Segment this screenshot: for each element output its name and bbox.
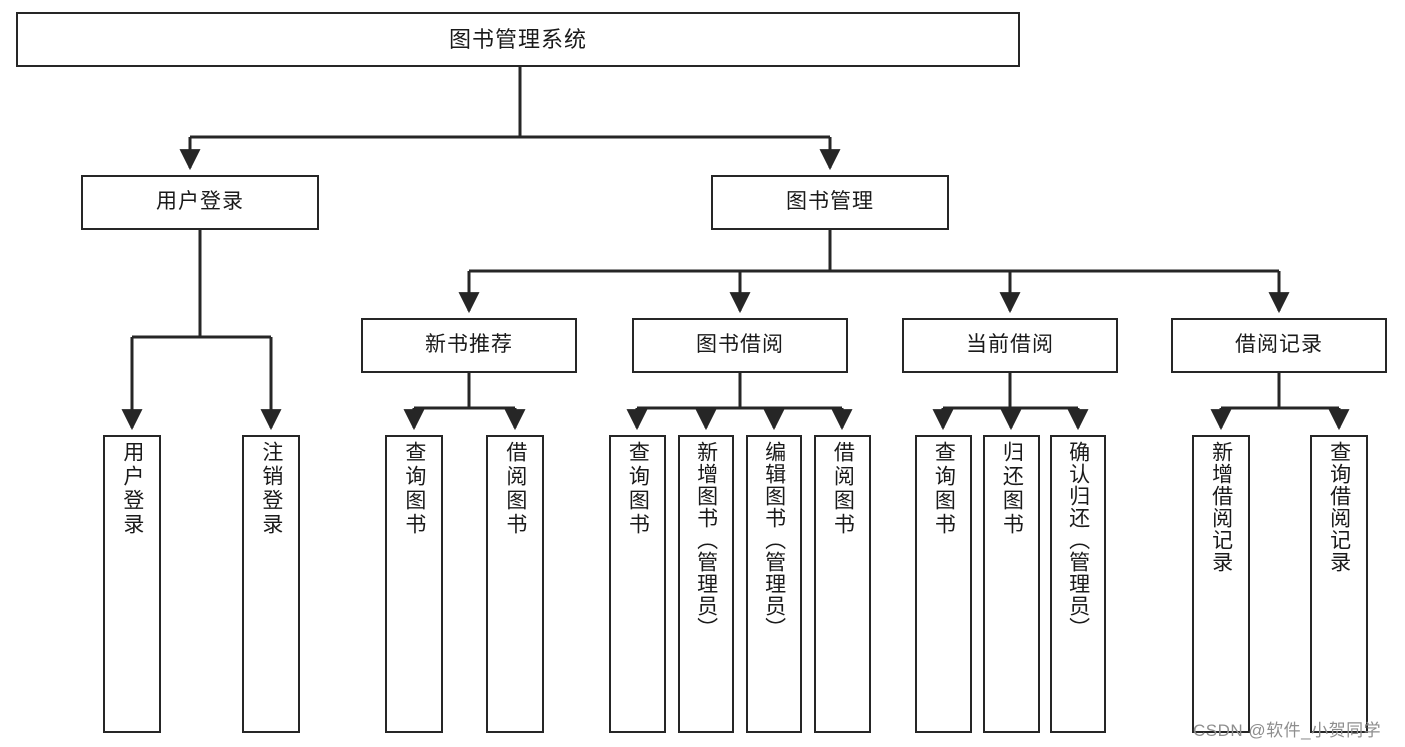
node-book-management-label: 图书管理 (786, 190, 874, 214)
leaf-add-book-admin-label: 新增图书（管理员） (694, 441, 718, 639)
node-book-borrow-label: 图书借阅 (696, 333, 784, 357)
node-new-book-recommend-label: 新书推荐 (425, 333, 513, 357)
leaf-return-books-label: 归还图书 (1000, 441, 1024, 537)
leaf-query-borrow-record-label: 查询借阅记录 (1327, 441, 1351, 573)
node-root-label: 图书管理系统 (448, 26, 587, 52)
leaf-borrow-books[interactable]: 借阅图书 (814, 435, 871, 733)
csdn-watermark: CSDN @软件_小贺同学 (1193, 721, 1382, 740)
node-new-book-recommend[interactable]: 新书推荐 (361, 318, 577, 373)
leaf-confirm-return-admin-label: 确认归还（管理员） (1066, 441, 1090, 639)
leaf-add-book-admin[interactable]: 新增图书（管理员） (678, 435, 734, 733)
leaf-add-borrow-record-label: 新增借阅记录 (1209, 441, 1233, 573)
leaf-query-books-borrow-label: 查询图书 (626, 441, 650, 537)
leaf-return-books[interactable]: 归还图书 (983, 435, 1040, 733)
node-current-borrow-label: 当前借阅 (966, 333, 1054, 357)
node-current-borrow[interactable]: 当前借阅 (902, 318, 1118, 373)
leaf-edit-book-admin[interactable]: 编辑图书（管理员） (746, 435, 802, 733)
node-user-login-label: 用户登录 (156, 190, 244, 214)
leaf-confirm-return-admin[interactable]: 确认归还（管理员） (1050, 435, 1106, 733)
leaf-query-books-newbook-label: 查询图书 (402, 441, 426, 537)
leaf-query-books-newbook[interactable]: 查询图书 (385, 435, 443, 733)
node-user-login[interactable]: 用户登录 (81, 175, 319, 230)
node-borrow-record[interactable]: 借阅记录 (1171, 318, 1387, 373)
leaf-add-borrow-record[interactable]: 新增借阅记录 (1192, 435, 1250, 733)
leaf-edit-book-admin-label: 编辑图书（管理员） (762, 441, 786, 639)
leaf-query-books-current[interactable]: 查询图书 (915, 435, 972, 733)
leaf-borrow-books-newbook[interactable]: 借阅图书 (486, 435, 544, 733)
leaf-user-login-label: 用户登录 (120, 441, 144, 537)
leaf-logout-label: 注销登录 (259, 441, 283, 537)
leaf-borrow-books-label: 借阅图书 (831, 441, 855, 537)
node-book-management[interactable]: 图书管理 (711, 175, 949, 230)
leaf-logout[interactable]: 注销登录 (242, 435, 300, 733)
leaf-borrow-books-newbook-label: 借阅图书 (503, 441, 527, 537)
leaf-query-books-current-label: 查询图书 (932, 441, 956, 537)
leaf-user-login[interactable]: 用户登录 (103, 435, 161, 733)
leaf-query-borrow-record[interactable]: 查询借阅记录 (1310, 435, 1368, 733)
leaf-query-books-borrow[interactable]: 查询图书 (609, 435, 666, 733)
node-book-borrow[interactable]: 图书借阅 (632, 318, 848, 373)
node-root-system[interactable]: 图书管理系统 (16, 12, 1020, 67)
node-borrow-record-label: 借阅记录 (1235, 333, 1323, 357)
